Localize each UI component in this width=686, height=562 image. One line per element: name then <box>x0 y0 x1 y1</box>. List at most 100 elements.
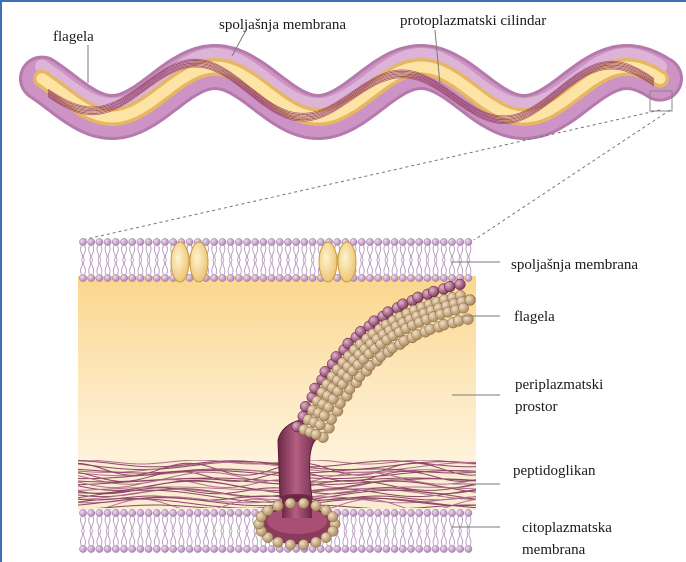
lipid-tail <box>253 531 255 546</box>
lipid-tail <box>458 516 460 531</box>
lipid-head <box>243 545 250 552</box>
lipid-tail <box>403 516 405 531</box>
lipid-head <box>424 509 431 516</box>
lipid-tail <box>236 245 238 260</box>
lipid-tail <box>174 531 176 546</box>
lipid-tail <box>149 260 151 275</box>
lipid-tail <box>231 516 233 531</box>
lipid-tail <box>154 516 156 531</box>
lipid-tail <box>395 245 397 260</box>
lipid-head <box>145 509 152 516</box>
lipid-tail <box>294 260 296 275</box>
lipid-head <box>448 545 455 552</box>
lipid-tail <box>412 516 414 531</box>
lipid-head <box>358 545 365 552</box>
lipid-tail <box>149 531 151 546</box>
filament-bead <box>439 319 450 330</box>
lipid-tail <box>231 531 233 546</box>
lipid-tail <box>261 245 263 260</box>
lipid-tail <box>245 531 247 546</box>
lipid-tail <box>122 531 124 546</box>
lipid-tail <box>368 516 370 531</box>
lipid-head <box>186 238 193 245</box>
lipid-tail <box>163 260 165 275</box>
lipid-head <box>211 274 218 281</box>
lipid-tail <box>223 516 225 531</box>
lipid-tail <box>387 245 389 260</box>
lipid-head <box>202 545 209 552</box>
lipid-tail <box>163 245 165 260</box>
lipid-tail <box>122 260 124 275</box>
filament-bead <box>397 299 408 310</box>
lipid-tail <box>466 531 468 546</box>
lipid-head <box>186 509 193 516</box>
lipid-tail <box>461 245 463 260</box>
lipid-tail <box>220 516 222 531</box>
lipid-tail <box>146 516 148 531</box>
label-cytoplasmic-membrane-1: citoplazmatska <box>522 519 612 538</box>
lipid-tail <box>125 260 127 275</box>
lipid-tail <box>141 531 143 546</box>
lipid-tail <box>236 260 238 275</box>
lipid-tail <box>207 516 209 531</box>
lipid-head <box>145 238 152 245</box>
lipid-tail <box>133 516 135 531</box>
lipid-tail <box>433 516 435 531</box>
lipid-head <box>104 274 111 281</box>
lipid-head <box>227 545 234 552</box>
lipid-tail <box>305 260 307 275</box>
lipid-tail <box>444 516 446 531</box>
filament-bead <box>455 279 466 290</box>
lipid-tail <box>444 531 446 546</box>
lipid-tail <box>154 260 156 275</box>
lipid-head <box>350 509 357 516</box>
lipid-head <box>276 238 283 245</box>
lipid-head <box>79 238 86 245</box>
lipid-tail <box>354 531 356 546</box>
lipid-tail <box>272 260 274 275</box>
lipid-head <box>235 509 242 516</box>
label-periplasmic-space-2: prostor <box>515 398 558 417</box>
lipid-head <box>129 238 136 245</box>
lipid-head <box>112 238 119 245</box>
lipid-tail <box>297 260 299 275</box>
lipid-tail <box>239 260 241 275</box>
filament-bead <box>465 295 475 305</box>
label-cytoplasmic-membrane-2: membrana <box>522 541 585 560</box>
lipid-tail <box>81 531 83 546</box>
lipid-tail <box>392 531 394 546</box>
lipid-tail <box>264 245 266 260</box>
lipid-tail <box>253 260 255 275</box>
lipid-tail <box>108 516 110 531</box>
lipid-tail <box>403 531 405 546</box>
lipid-head <box>145 545 152 552</box>
lipid-head <box>88 274 95 281</box>
label-outer-membrane: spoljašnja membrana <box>511 256 638 275</box>
lipid-tail <box>179 516 181 531</box>
lipid-tail <box>376 260 378 275</box>
lipid-head <box>416 238 423 245</box>
lipid-tail <box>417 260 419 275</box>
lipid-tail <box>215 516 217 531</box>
lipid-tail <box>248 245 250 260</box>
lipid-tail <box>461 531 463 546</box>
lipid-head <box>252 238 259 245</box>
lipid-head <box>440 509 447 516</box>
lipid-tail <box>368 260 370 275</box>
lipid-head <box>153 274 160 281</box>
lipid-head <box>79 545 86 552</box>
lipid-tail <box>130 260 132 275</box>
lipid-head <box>358 274 365 281</box>
lipid-head <box>284 238 291 245</box>
lipid-tail <box>248 531 250 546</box>
lipid-head <box>235 238 242 245</box>
lipid-tail <box>81 245 83 260</box>
lipid-head <box>129 545 136 552</box>
lipid-tail <box>89 531 91 546</box>
lipid-head <box>104 545 111 552</box>
lipid-tail <box>187 516 189 531</box>
lipid-tail <box>215 531 217 546</box>
lipid-tail <box>425 260 427 275</box>
basal-ring-bead <box>285 540 295 550</box>
lipid-tail <box>264 260 266 275</box>
